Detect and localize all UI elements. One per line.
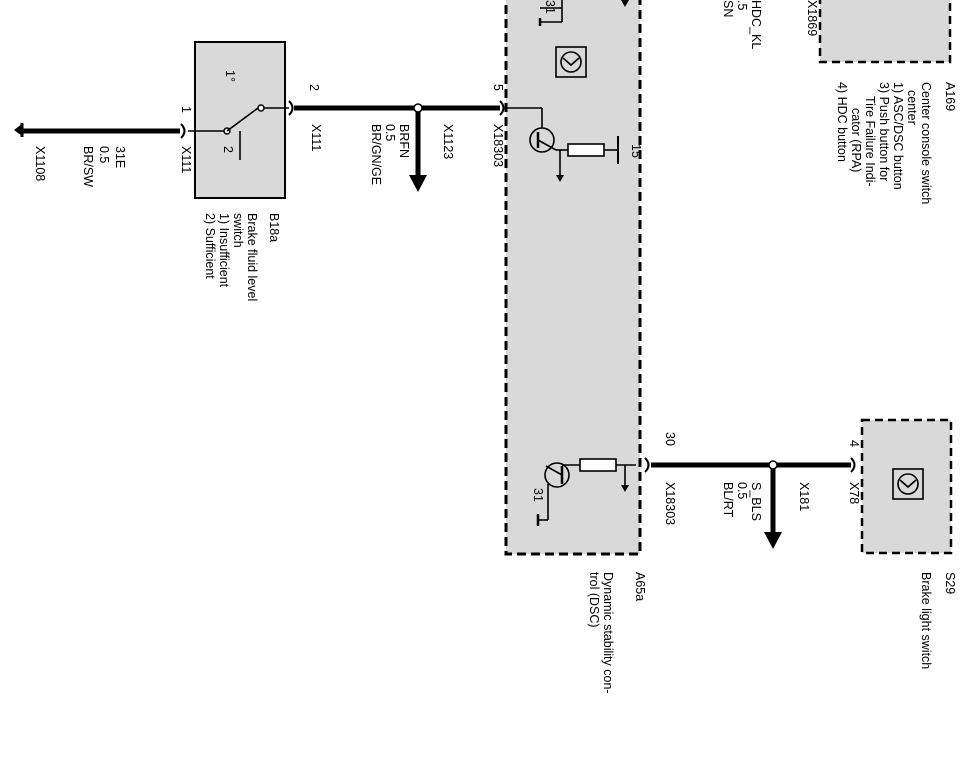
b18a-pin-bottom: 2 [221, 146, 235, 153]
dsc-transistor-bottom [536, 458, 636, 526]
dsc-module-icon [555, 46, 587, 78]
dsc-module-box [504, 0, 642, 556]
dsc-supply-15: 15 [629, 144, 643, 158]
s29-name: Brake light switch [919, 572, 933, 669]
a169-item-4: 4) HDC button [835, 82, 849, 162]
b18a-pin-right: 2 [307, 84, 321, 91]
dsc-ground-bottom-label: 31 [531, 488, 545, 502]
splice-x181-label: X181 [797, 482, 811, 511]
dsc-ground-top [538, 0, 629, 26]
s29-id: S29 [943, 572, 957, 594]
top-wire-size: .5 [735, 0, 749, 10]
brake-fluid-switch-box [194, 41, 286, 199]
wire-bls-name: S_BLS [749, 482, 763, 521]
a169-item-1: 1) ASC/DSC button [891, 82, 905, 190]
splice-x1123-label: X1123 [441, 124, 455, 159]
b18a-conn-right: X111 [309, 124, 323, 151]
wire-brfn-name: BRFN [397, 124, 411, 158]
wire-bls-size: 0.5 [735, 482, 749, 499]
top-wire-color: SN [721, 0, 735, 17]
dsc-name-line1: Dynamic stability con- [601, 572, 615, 694]
b18a-switch-label: 1° [223, 70, 237, 82]
connector-x111-left-mark [180, 123, 186, 139]
splice-x181-arrow [764, 532, 782, 549]
dsc-name-line2: trol (DSC) [587, 572, 601, 628]
b18a-pin-left: 1 [179, 106, 193, 113]
a169-id: A169 [943, 82, 957, 111]
a169-title-line1: Center console switch [919, 82, 933, 204]
b18a-name-line1: Brake fluid level [245, 213, 259, 301]
connector-x1108-label: X1108 [33, 146, 47, 181]
b18a-switch-internals [188, 104, 289, 160]
splice-x1123 [413, 103, 423, 113]
wire-31e-code: 31E [113, 146, 127, 168]
dsc-pin5-number: 5 [491, 84, 505, 91]
a169-item-3-line2: Tire Failure Indi- [863, 96, 877, 187]
b18a-id: B18a [267, 213, 281, 242]
dsc-pin5-connector: X18303 [491, 124, 505, 167]
connector-x78-mark [850, 457, 856, 473]
connector-x18303-pin5-mark [499, 100, 505, 116]
connector-x18303-pin30-mark [644, 457, 650, 473]
b18a-state-1: 1) Insufficient [217, 213, 231, 288]
dsc-transistor-top [507, 107, 619, 182]
a169-item-3-line1: 3) Push button for [877, 82, 891, 181]
s29-pin: 4 [847, 440, 861, 447]
connector-x111-right-mark [288, 100, 294, 116]
dsc-id: A65a [633, 572, 647, 601]
wire-brfn-color: BR/GN/GE [369, 124, 383, 185]
b18a-state-2: 2) Sufficient [203, 213, 217, 279]
splice-x181 [768, 460, 778, 470]
wire-31e-size: 0.5 [97, 146, 111, 163]
wire-brfn-size: 0.5 [383, 124, 397, 141]
brake-light-switch-icon [892, 468, 924, 500]
a169-title-line2: center [905, 90, 919, 125]
b18a-name-line2: switch [231, 213, 245, 248]
center-console-switch-box [818, 0, 952, 64]
wire-31e-color: BR/SW [81, 146, 95, 187]
dsc-ground-top-label: 31 [543, 0, 557, 14]
top-connector-x1869: X1869 [805, 0, 819, 36]
b18a-conn-left: X111 [179, 146, 193, 173]
dsc-pin30-connector: X18303 [663, 482, 677, 525]
splice-x1123-arrow [409, 175, 427, 192]
a169-item-3-line3: cator (RPA) [849, 108, 863, 172]
dsc-pin30-number: 30 [663, 432, 677, 446]
s29-connector: X78 [847, 482, 861, 504]
wire-bls-color: BL/RT [721, 482, 735, 518]
ground-symbol [14, 123, 24, 137]
top-wire-name: HDC_KL [749, 0, 763, 49]
